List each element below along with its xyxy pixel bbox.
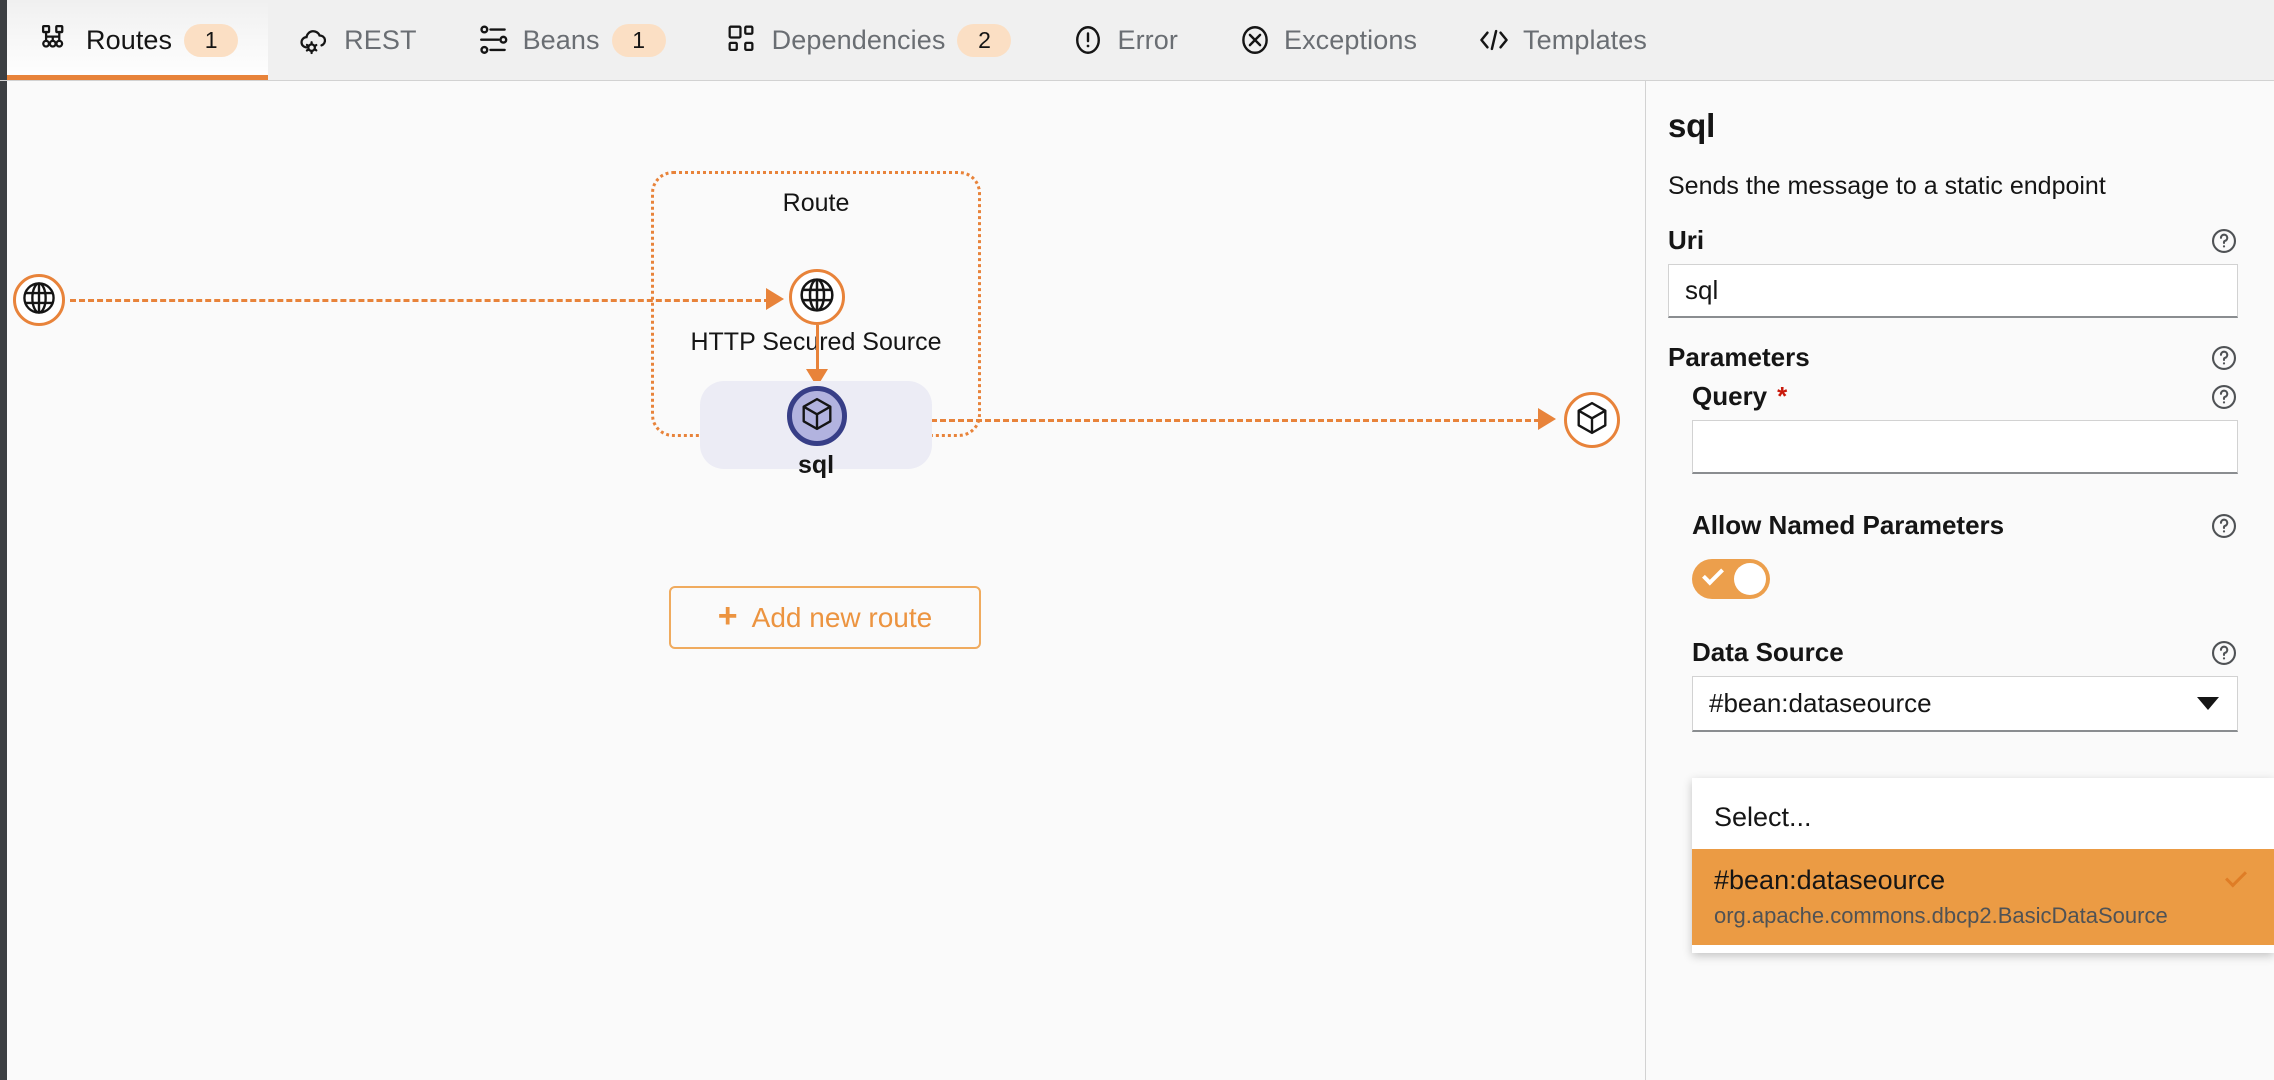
tab-error[interactable]: Error: [1041, 0, 1208, 80]
main-tab-bar: Routes 1 REST: [0, 0, 2274, 81]
allow-named-parameters-label: Allow Named Parameters: [1692, 510, 2005, 540]
data-source-select[interactable]: #bean:dataseource: [1692, 676, 2238, 732]
toggle-knob: [1734, 563, 1766, 595]
connector-sql-to-end: [850, 419, 1540, 422]
arrow-into-end: [1538, 408, 1556, 430]
dropdown-option-select-placeholder[interactable]: Select...: [1692, 786, 2274, 849]
routes-icon: [40, 23, 74, 57]
node-http-label: HTTP Secured Source: [690, 328, 942, 356]
check-icon: [2225, 865, 2247, 888]
route-canvas[interactable]: Route: [0, 81, 1645, 1080]
tab-beans[interactable]: Beans 1: [447, 0, 696, 80]
arrow-into-http: [766, 288, 784, 310]
properties-panel: sql Sends the message to a static endpoi…: [1645, 81, 2274, 1080]
node-end-cube[interactable]: [1564, 392, 1620, 448]
required-marker: *: [1777, 381, 1788, 411]
tab-dependencies[interactable]: Dependencies 2: [696, 0, 1042, 80]
query-input[interactable]: [1692, 420, 2238, 474]
data-source-selected-value: #bean:dataseource: [1709, 688, 1932, 718]
tab-beans-badge: 1: [611, 23, 666, 57]
query-label: Query *: [1692, 381, 1787, 412]
node-sql-label: sql: [797, 451, 835, 479]
templates-code-icon: [1477, 23, 1511, 57]
tab-exceptions-label: Exceptions: [1283, 24, 1418, 55]
parameters-label: Parameters: [1668, 342, 1810, 372]
error-icon: [1071, 23, 1105, 57]
help-circle-icon[interactable]: [2210, 383, 2238, 411]
tab-routes-badge: 1: [184, 23, 239, 57]
tab-routes-label: Routes: [86, 24, 173, 55]
data-source-header: Data Source: [1692, 637, 2238, 668]
rest-cloud-icon: [298, 23, 332, 57]
tab-error-label: Error: [1117, 24, 1178, 55]
tab-exceptions[interactable]: Exceptions: [1208, 0, 1447, 80]
chevron-down-icon: [2197, 697, 2219, 710]
query-field-header: Query *: [1692, 381, 2238, 412]
uri-label: Uri: [1668, 225, 1705, 255]
node-sql[interactable]: [787, 386, 847, 446]
help-circle-icon[interactable]: [2210, 512, 2238, 540]
panel-description: Sends the message to a static endpoint: [1668, 172, 2106, 200]
uri-input[interactable]: [1668, 264, 2238, 318]
help-circle-icon[interactable]: [2210, 344, 2238, 372]
add-new-route-button[interactable]: + Add new route: [669, 586, 981, 649]
help-circle-icon[interactable]: [2210, 227, 2238, 255]
cube-icon: [798, 395, 836, 438]
node-start-globe[interactable]: [13, 274, 65, 326]
query-label-text: Query: [1692, 381, 1768, 411]
connector-http-to-sql: [816, 325, 819, 385]
allow-named-parameters-toggle[interactable]: [1692, 559, 1770, 599]
connector-start-to-http: [70, 299, 770, 302]
help-circle-icon[interactable]: [2210, 639, 2238, 667]
designer-body: Route: [0, 81, 2274, 1080]
node-http-secured-source[interactable]: [789, 269, 845, 325]
panel-title: sql: [1668, 107, 1716, 144]
plus-icon: +: [717, 596, 738, 635]
exceptions-icon: [1238, 23, 1272, 57]
tab-rest[interactable]: REST: [268, 0, 446, 80]
parameters-section-header: Parameters: [1668, 342, 2238, 373]
dropdown-option-label: #bean:dataseource: [1714, 865, 1946, 895]
allow-named-parameters-header: Allow Named Parameters: [1692, 510, 2238, 541]
uri-field-header: Uri: [1668, 225, 2238, 256]
dependencies-icon: [726, 23, 760, 57]
data-source-dropdown-menu[interactable]: Select... #bean:dataseource org.apache.c…: [1692, 778, 2274, 953]
dropdown-option-bean-dataseource[interactable]: #bean:dataseource org.apache.commons.dbc…: [1692, 849, 2274, 945]
tab-rest-label: REST: [344, 24, 417, 55]
check-icon: [1702, 563, 1724, 586]
globe-icon: [797, 275, 837, 320]
tab-dependencies-badge: 2: [957, 23, 1012, 57]
tab-dependencies-label: Dependencies: [771, 24, 946, 55]
beans-sliders-icon: [477, 23, 511, 57]
route-group-title: Route: [782, 189, 850, 217]
dropdown-option-label: Select...: [1714, 802, 1812, 832]
add-new-route-label: Add new route: [751, 601, 933, 633]
tab-routes[interactable]: Routes 1: [0, 0, 269, 80]
data-source-label: Data Source: [1692, 637, 1844, 667]
globe-icon: [20, 279, 58, 322]
cube-icon: [1573, 399, 1611, 442]
tab-beans-label: Beans: [522, 24, 600, 55]
tab-templates-label: Templates: [1523, 24, 1648, 55]
dropdown-option-sublabel: org.apache.commons.dbcp2.BasicDataSource: [1714, 903, 2168, 928]
tab-templates[interactable]: Templates: [1447, 0, 1677, 80]
